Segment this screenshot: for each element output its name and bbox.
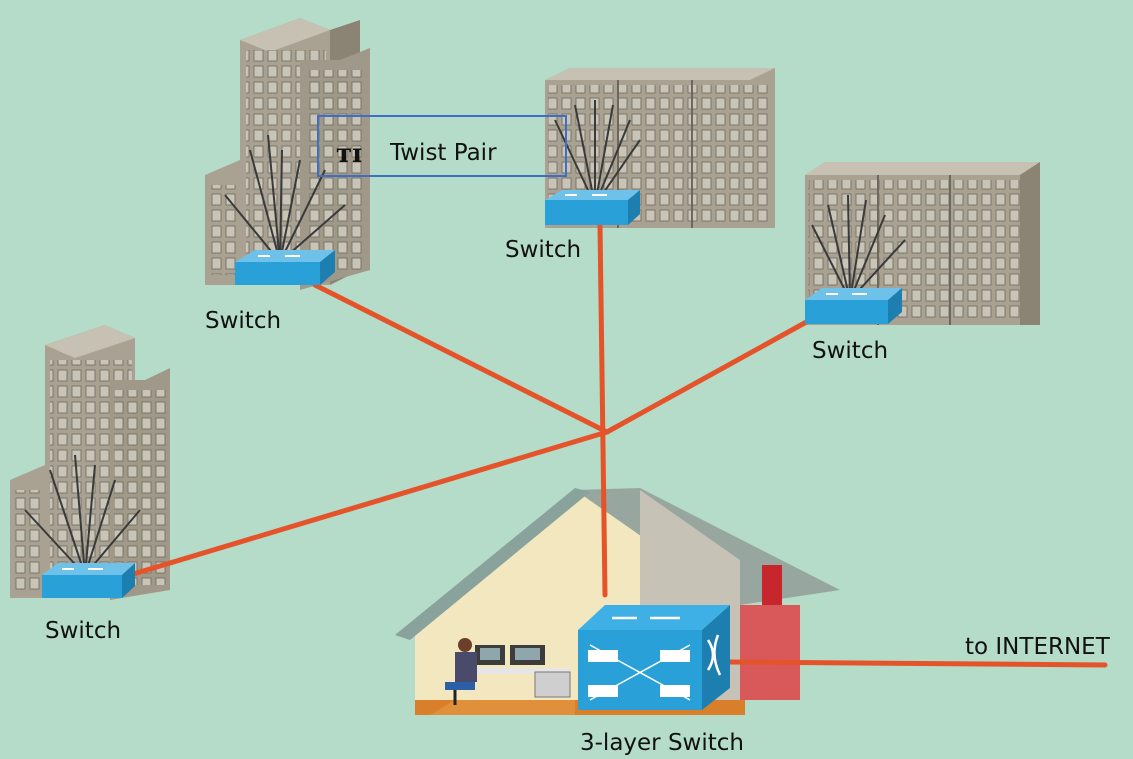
chimney-icon bbox=[762, 565, 782, 605]
twist-pair-callout: ᴛɪ Twist Pair bbox=[317, 115, 567, 177]
switch-label-right: Switch bbox=[812, 338, 888, 364]
operator-icon bbox=[445, 638, 571, 705]
twist-pair-glyph: ᴛɪ bbox=[336, 139, 362, 169]
switch-icon bbox=[42, 563, 135, 598]
switch-icon bbox=[235, 250, 335, 285]
core-switch-label: 3-layer Switch bbox=[580, 730, 744, 756]
switch-label-top-left: Switch bbox=[205, 308, 281, 334]
internet-label: to INTERNET bbox=[965, 634, 1111, 660]
twist-pair-label: Twist Pair bbox=[389, 140, 497, 166]
network-links bbox=[127, 222, 1108, 668]
switch-label-left: Switch bbox=[45, 618, 121, 644]
link-right-to-hub bbox=[604, 317, 813, 435]
core-switch-icon bbox=[578, 605, 730, 710]
link-topcenter-to-core bbox=[597, 222, 608, 598]
building-icon bbox=[545, 68, 775, 228]
switch-label-top-center: Switch bbox=[505, 237, 581, 263]
switch-icon bbox=[805, 288, 902, 324]
building-icon bbox=[205, 18, 370, 290]
link-left-to-hub bbox=[127, 429, 610, 578]
link-core-to-internet bbox=[727, 659, 1108, 668]
switch-icon bbox=[545, 190, 640, 225]
link-topleft-to-hub bbox=[312, 282, 610, 435]
building-icon bbox=[10, 325, 170, 600]
